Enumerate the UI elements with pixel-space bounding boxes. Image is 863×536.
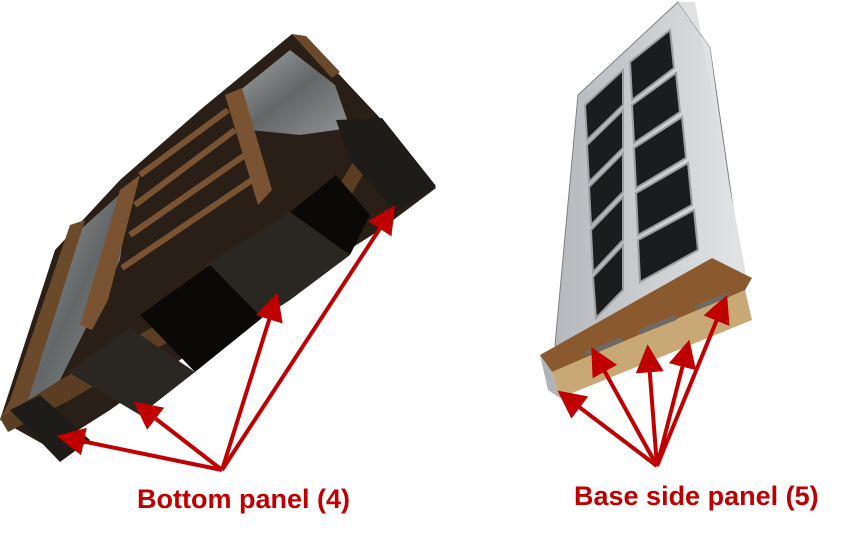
gray-bookcase	[540, 1, 752, 398]
arrow-to-base-side-4	[655, 339, 697, 467]
base-cavity	[140, 265, 262, 372]
shelf-compartments	[583, 28, 700, 321]
base-side-panel-label: Base side panel (5)	[574, 481, 819, 511]
base-front-trim	[540, 355, 560, 398]
wood-frame-divider	[225, 88, 272, 205]
arrow-to-base-side-3	[635, 344, 664, 467]
wood-frame-top	[292, 34, 340, 78]
shelves	[120, 107, 254, 271]
arrow-to-base-side-2	[591, 347, 659, 467]
arrow-to-base-side-5	[655, 294, 730, 467]
base-cavity-2	[290, 175, 370, 255]
wood-frame-left	[0, 220, 85, 425]
wood-frame-center	[80, 175, 140, 330]
arrow-to-bottom-panel-2	[133, 401, 224, 472]
gray-side-panel	[678, 2, 748, 292]
base-wood-edge	[540, 258, 752, 372]
arrow-to-bottom-panel-3	[220, 292, 283, 471]
arrow-to-bottom-panel-4	[220, 205, 396, 472]
bottom-panel-1	[336, 118, 436, 212]
glass-door-left	[25, 185, 130, 405]
callout-arrows-bottom-panel	[56, 205, 396, 472]
bottom-panel-2	[205, 212, 350, 318]
bottom-panel-label: Bottom panel (4)	[137, 484, 350, 514]
arrow-to-base-side-1	[557, 390, 659, 468]
bottom-panel-3	[68, 328, 195, 415]
glass-door-right	[238, 50, 350, 135]
arrow-to-bottom-panel-1	[56, 427, 223, 472]
callout-arrows-base-side-panel	[557, 294, 730, 468]
dark-wood-bookcase	[0, 34, 436, 462]
